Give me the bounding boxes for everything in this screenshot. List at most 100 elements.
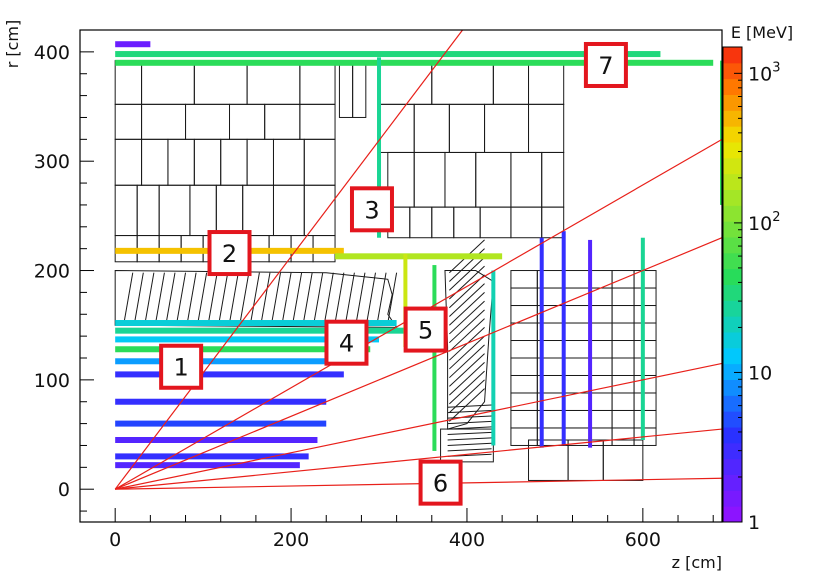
colorbar-tick-label: 10	[748, 362, 772, 384]
energy-deposits	[115, 41, 724, 469]
hatch-line	[207, 272, 218, 324]
colorbar-tick-label: 1	[748, 512, 760, 534]
muon-grid-cell	[589, 340, 613, 359]
muon-chamber-cell	[409, 206, 433, 239]
muon-chamber-cell	[141, 103, 187, 140]
muon-chamber-cell	[299, 103, 336, 140]
energy-deposit-10	[115, 371, 344, 378]
colorbar-band	[723, 126, 742, 143]
colorbar-band	[723, 221, 742, 238]
energy-deposit-11	[115, 398, 327, 405]
muon-grid-cell	[633, 322, 657, 342]
forward-block	[567, 439, 604, 481]
muon-chamber-cell	[185, 103, 231, 140]
region-label-box	[403, 306, 448, 353]
y-tick-label: 200	[34, 261, 70, 283]
muon-grid-cell	[611, 287, 635, 307]
region-label-text: 5	[418, 317, 433, 345]
colorbar-band	[723, 284, 742, 301]
hatch-line	[260, 272, 271, 324]
energy-deposit-15	[115, 462, 300, 469]
colorbar-band	[723, 506, 742, 523]
muon-chamber-cell	[541, 151, 565, 208]
muon-chamber-cell	[413, 103, 450, 153]
energy-deposit-vertical-6	[588, 239, 593, 448]
region-label-4: 4	[324, 319, 369, 366]
muon-chamber-cell	[264, 103, 301, 140]
muon-chamber-cell	[141, 138, 169, 186]
muon-grid-cell	[633, 305, 657, 324]
muon-grid-cell	[510, 305, 538, 324]
region-label-1: 1	[159, 343, 204, 390]
hatch-line	[449, 370, 485, 405]
muon-grid-cell	[589, 427, 613, 446]
y-tick-label: 100	[34, 370, 70, 392]
eta-ray-4	[115, 428, 723, 490]
muon-chamber-cell	[141, 60, 195, 105]
muon-grid-cell	[563, 340, 591, 359]
energy-deposit-vertical-7	[640, 237, 645, 440]
hatch-line	[449, 300, 485, 335]
hatch-line	[134, 272, 144, 324]
forward-block	[602, 439, 644, 481]
hatch-line	[449, 274, 485, 309]
muon-chamber-cell	[453, 206, 481, 239]
colorbar-frame	[722, 46, 743, 523]
colorbar-band	[723, 363, 742, 380]
hatch-line	[334, 272, 345, 324]
x-tick-label: 200	[273, 529, 309, 551]
muon-grid-cell	[633, 409, 657, 429]
region-label-2: 2	[207, 230, 252, 277]
muon-chamber-cell	[303, 138, 336, 186]
colorbar-band	[723, 316, 742, 333]
hatch-line	[366, 272, 376, 324]
hatch-line	[186, 272, 197, 324]
region-label-3: 3	[349, 186, 394, 233]
muon-chamber-cell	[444, 151, 477, 208]
colorbar-band	[723, 62, 742, 80]
muon-grid-cell	[563, 322, 591, 342]
y-tick-label: 400	[34, 42, 70, 64]
hatch-line	[449, 335, 485, 370]
region-label-box	[418, 459, 463, 506]
hatch-line	[447, 420, 492, 425]
muon-grid-cell	[589, 322, 613, 342]
colorbar-band	[723, 395, 742, 412]
hatch-line	[447, 415, 492, 419]
region-label-text: 2	[222, 240, 237, 268]
muon-grid-cell	[510, 340, 538, 359]
colorbar-band	[723, 252, 742, 270]
colorbar-band	[723, 474, 742, 491]
muon-chamber-cell	[299, 60, 336, 105]
muon-chamber-cell	[303, 184, 336, 237]
colorbar-band	[723, 379, 742, 396]
energy-deposit-vertical-2	[432, 265, 437, 451]
hatch-line	[449, 344, 485, 379]
muon-grid-cell	[589, 270, 613, 289]
region-label-box	[324, 319, 369, 366]
barrel-calorimeter	[114, 270, 398, 328]
hatch-line	[449, 353, 485, 387]
energy-deposit-vertical-4	[539, 237, 544, 448]
x-tick-label: 600	[625, 529, 661, 551]
energy-deposit-13	[115, 437, 318, 443]
colorbar-band	[723, 442, 742, 460]
hatch-line	[271, 272, 282, 324]
muon-chamber-cell	[220, 138, 248, 186]
muon-grid-cell	[589, 392, 613, 411]
muon-grid-cell	[510, 427, 538, 446]
muon-chamber-cell	[528, 103, 565, 153]
colorbar-band	[723, 490, 742, 507]
hatch-line	[176, 272, 187, 324]
colorbar-band	[723, 237, 742, 254]
energy-deposit-7	[115, 336, 380, 343]
muon-chamber-cell	[193, 60, 248, 105]
region-label-text: 4	[339, 330, 354, 358]
muon-grid-cell	[611, 427, 635, 446]
hatch-line	[165, 272, 176, 324]
muon-chamber-cell	[242, 184, 274, 237]
muon-chamber-cell	[114, 138, 143, 186]
energy-deposit-8	[115, 346, 371, 353]
y-tick-label: 300	[34, 151, 70, 173]
colorbar-band	[723, 332, 742, 349]
